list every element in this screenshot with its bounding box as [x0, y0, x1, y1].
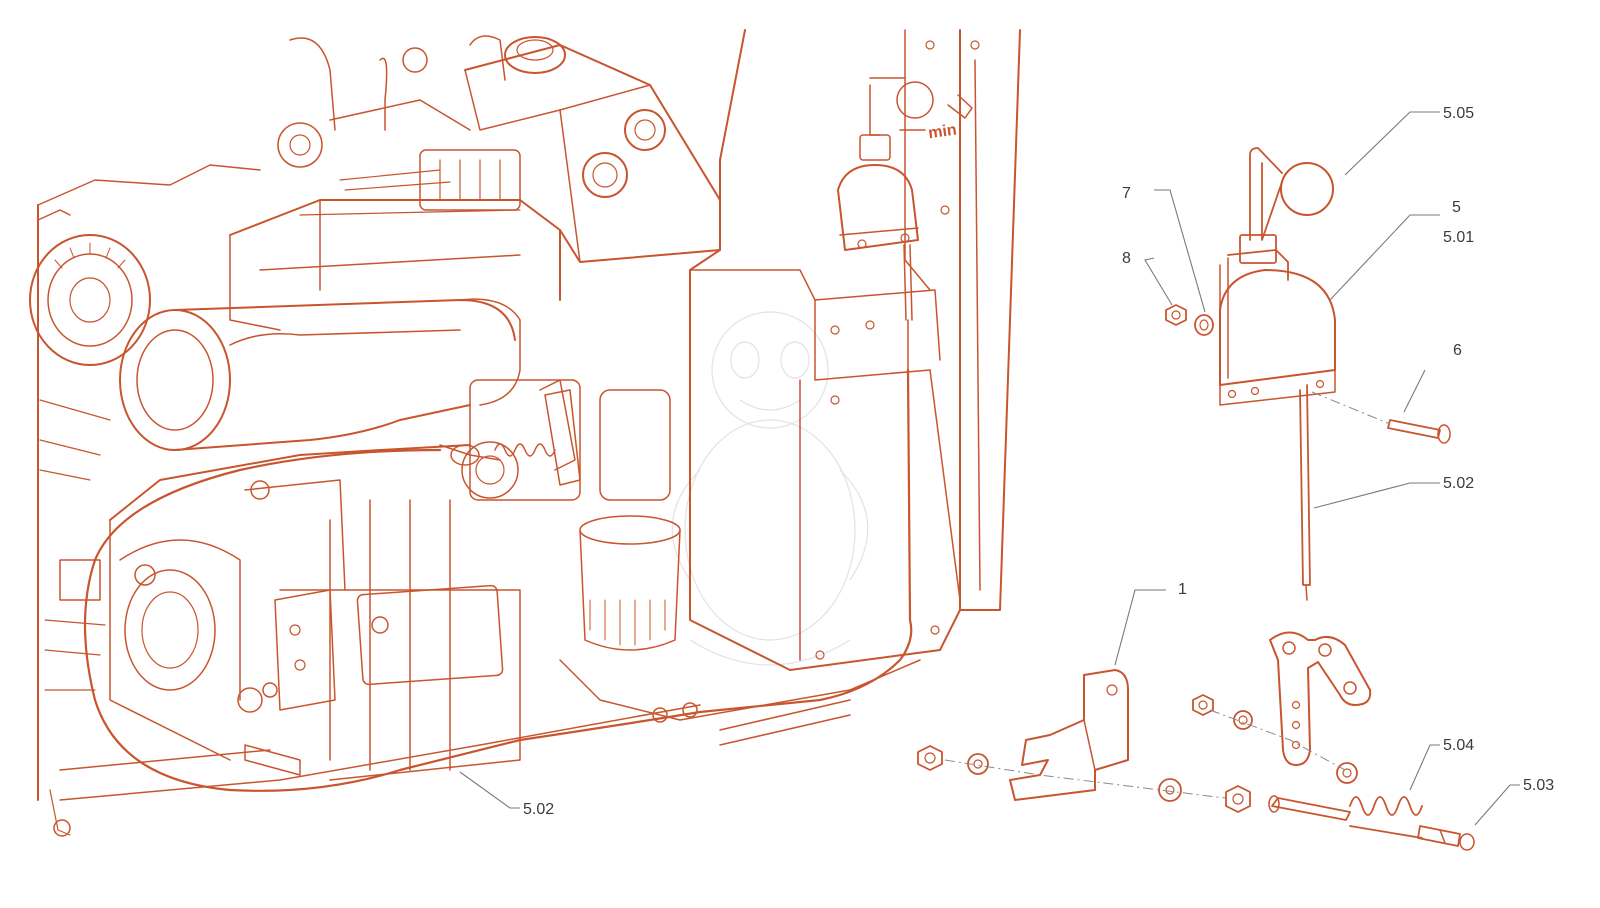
throttle-housing	[1219, 269, 1336, 386]
engine-throttle-spring	[439, 389, 581, 486]
callout-7: 7	[1122, 185, 1131, 202]
mounted-throttle-lever	[837, 77, 973, 371]
throttle-knob	[1280, 162, 1334, 216]
callout-5-02-bottom: 5.02	[523, 801, 554, 818]
throttle-cable-routed	[83, 368, 913, 792]
bracket-1	[1009, 669, 1129, 801]
callout-5-02-right: 5.02	[1443, 475, 1474, 492]
hood-panel: min	[689, 29, 1021, 671]
hand-throttle-exploded	[1165, 147, 1451, 601]
nut-8	[1165, 304, 1187, 326]
bolt-6	[1387, 419, 1441, 439]
oil-filter	[579, 515, 681, 651]
spring-link-5-03	[1268, 795, 1475, 851]
callout-5: 5	[1452, 199, 1461, 216]
intake-pipe	[119, 298, 521, 451]
linkage-exploded	[917, 631, 1475, 851]
washer-7	[1194, 314, 1214, 336]
callout-labels: 5.05 7 8 5 5.01 6 5.02 1 5.04 5.03 5.02	[523, 105, 1554, 818]
alternator	[29, 234, 151, 366]
min-label: min	[927, 121, 958, 142]
engine-assembly	[29, 35, 921, 837]
engine-block	[39, 379, 921, 837]
callout-5-03: 5.03	[1523, 777, 1554, 794]
callout-5-05: 5.05	[1443, 105, 1474, 122]
callout-6: 6	[1453, 342, 1462, 359]
cylinder-head	[229, 35, 561, 331]
callout-leaders	[459, 111, 1520, 826]
callout-5-04: 5.04	[1443, 737, 1474, 754]
callout-5-01: 5.01	[1443, 229, 1474, 246]
callout-8: 8	[1122, 250, 1131, 267]
throttle-lever-5-04	[1269, 631, 1372, 766]
callout-1: 1	[1178, 581, 1187, 598]
throttle-cable-rod	[1299, 384, 1311, 586]
mascot-watermark	[671, 311, 869, 666]
